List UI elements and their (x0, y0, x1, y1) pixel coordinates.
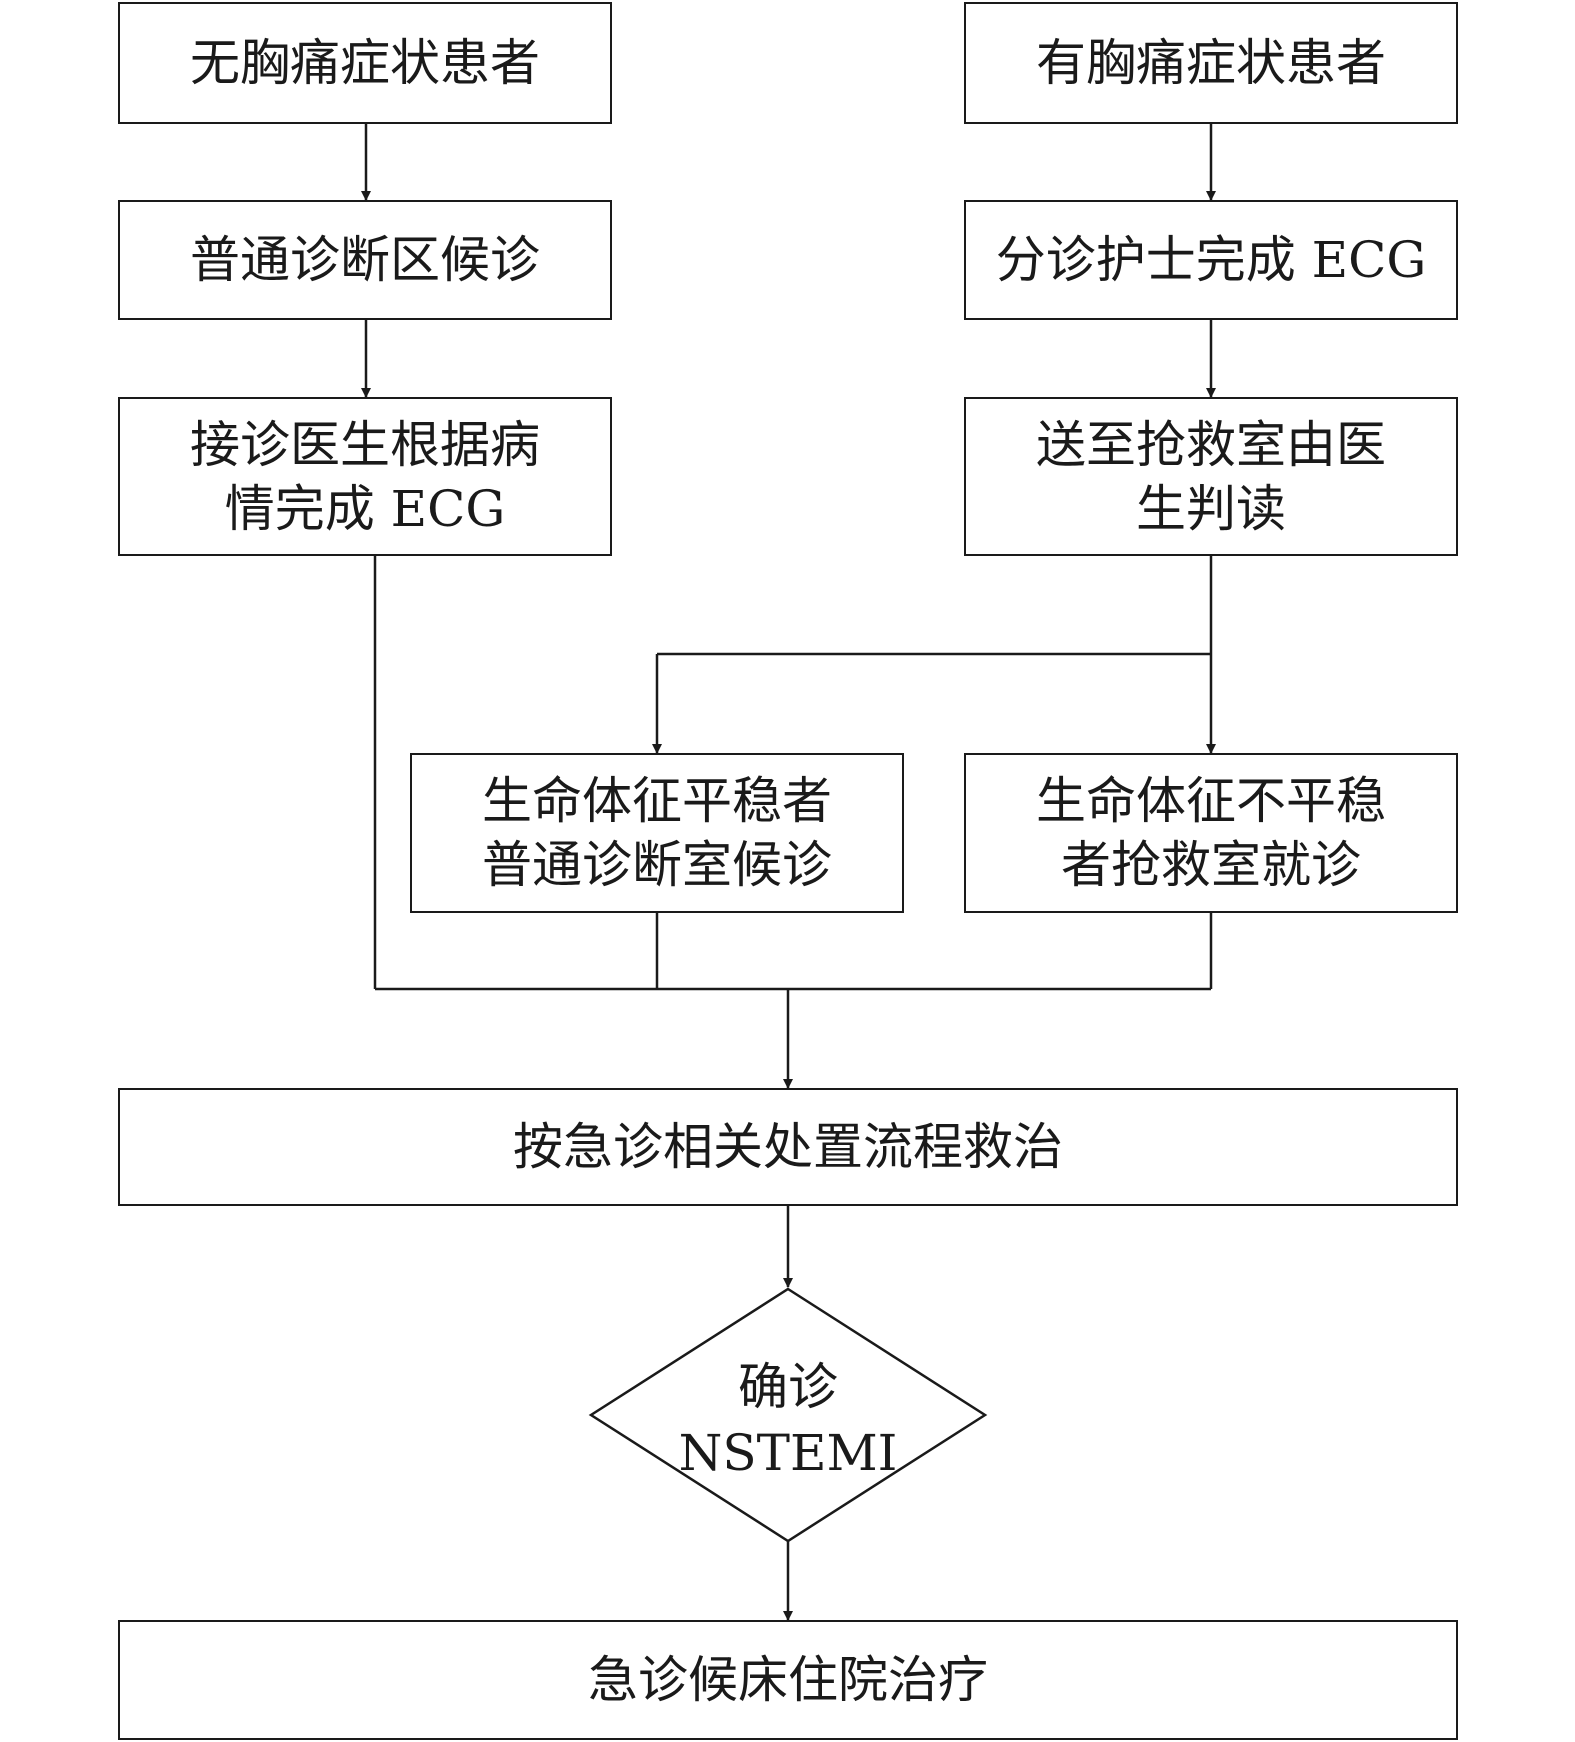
node-no-chest-pain: 无胸痛症状患者 (118, 2, 612, 124)
node-doctor-ecg-line-2: 情完成 ECG (224, 479, 506, 538)
node-unstable-line-2: 者抢救室就诊 (1061, 836, 1361, 894)
node-triage-ecg: 分诊护士完成 ECG (964, 200, 1458, 320)
node-confirm-line-1: 确诊 (738, 1358, 838, 1416)
node-stable: 生命体征平稳者 普通诊断室候诊 (410, 753, 904, 913)
node-unstable-line-1: 生命体征不平稳 (1036, 772, 1386, 830)
node-chest-pain: 有胸痛症状患者 (964, 2, 1458, 124)
node-emergency-treat: 按急诊相关处置流程救治 (118, 1088, 1458, 1206)
node-general-wait-text: 普通诊断区候诊 (190, 231, 540, 289)
node-rescue-read-line-1: 送至抢救室由医 (1036, 415, 1386, 474)
node-doctor-ecg: 接诊医生根据病 情完成 ECG (118, 397, 612, 556)
node-unstable: 生命体征不平稳 者抢救室就诊 (964, 753, 1458, 913)
node-confirm: 确诊 NSTEMI (588, 1340, 988, 1500)
node-triage-ecg-text: 分诊护士完成 ECG (995, 231, 1427, 289)
node-doctor-ecg-line-1: 接诊医生根据病 (190, 415, 540, 474)
node-rescue-read-line-2: 生判读 (1136, 479, 1286, 538)
node-admit: 急诊候床住院治疗 (118, 1620, 1458, 1740)
node-rescue-read: 送至抢救室由医 生判读 (964, 397, 1458, 556)
confirm-diamond-shape (588, 1287, 988, 1543)
node-general-wait: 普通诊断区候诊 (118, 200, 612, 320)
node-confirm-line-2: NSTEMI (678, 1424, 898, 1482)
node-stable-line-1: 生命体征平稳者 (482, 772, 832, 830)
node-no-chest-pain-text: 无胸痛症状患者 (190, 34, 540, 92)
node-stable-line-2: 普通诊断室候诊 (482, 836, 832, 894)
node-admit-text: 急诊候床住院治疗 (588, 1651, 988, 1709)
node-emergency-treat-text: 按急诊相关处置流程救治 (513, 1118, 1063, 1176)
node-chest-pain-text: 有胸痛症状患者 (1036, 34, 1386, 92)
